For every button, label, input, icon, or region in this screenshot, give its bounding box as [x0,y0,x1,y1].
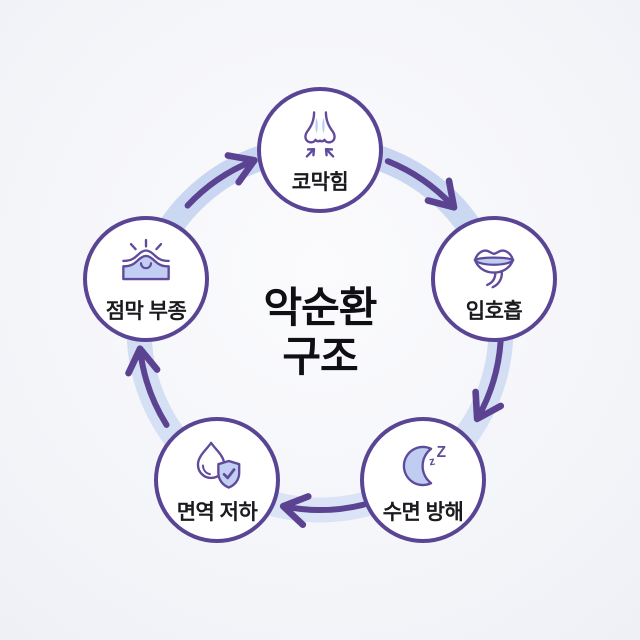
zzz-small-text: z [428,454,436,468]
arrow-left-to-top-icon [184,152,258,209]
node-nasal-congestion: 코막힘 [257,87,383,213]
node-immunity-decline: 면역 저하 [154,417,280,543]
nose-icon [291,107,349,165]
zzz-large-text: Z [437,443,446,460]
arrow-top-to-right-icon [384,158,458,211]
arrow-right-to-bottomright-icon [472,338,505,423]
arrow-bottomright-to-bottomleft-icon [279,493,367,529]
moon-zzz-icon: z Z [394,437,452,495]
node-mucosal-swelling: 점막 부종 [83,216,209,342]
page-title: 악순환 구조 [160,283,480,381]
title-line-1: 악순환 [263,284,378,331]
node-label: 수면 방해 [382,500,464,524]
arrow-bottomleft-to-left-icon [125,345,170,428]
title-line-2: 구조 [282,333,358,381]
node-label: 면역 저하 [176,500,258,524]
node-label: 점막 부종 [105,299,187,323]
node-label: 코막힘 [291,170,349,194]
mucosa-swelling-icon [117,236,175,294]
mouth-icon [465,236,523,294]
droplet-shield-icon [188,437,246,495]
node-label: 입호흡 [465,299,523,323]
node-mouth-breathing: 입호흡 [431,216,557,342]
node-sleep-disturbance: z Z 수면 방해 [360,417,486,543]
